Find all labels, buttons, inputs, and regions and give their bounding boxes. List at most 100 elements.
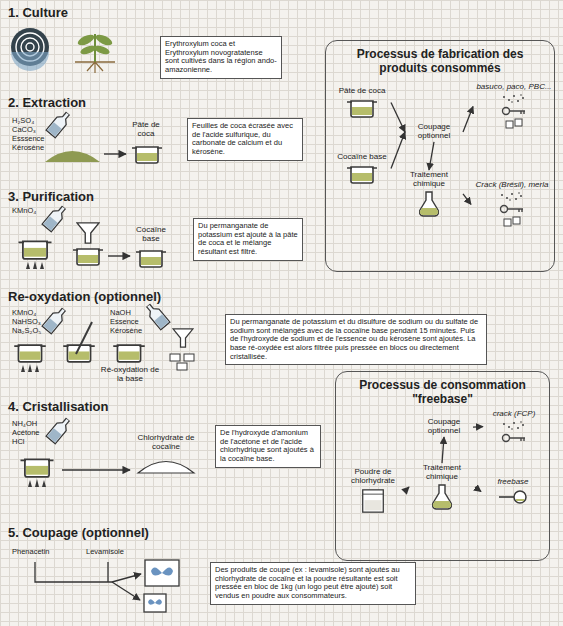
node-text: De l'hydroxyde d'amonium de l'acétone et…	[220, 429, 316, 464]
chemical-label: Esssence	[12, 135, 45, 143]
drawing-part	[112, 582, 140, 600]
drawing-part	[104, 153, 126, 154]
description-box: Des produits de coupe (ex : levamisole) …	[210, 562, 416, 605]
chemical-label: NaHSO₃	[12, 318, 41, 326]
product-icon	[498, 489, 528, 505]
chemical-label: Na₂S₂O₅	[12, 327, 41, 335]
step-heading: 3. Purification	[8, 190, 94, 204]
node-text: Du permanganate de potassium est ajouté …	[198, 222, 298, 257]
icon-group	[334, 164, 390, 184]
chemical-label: Levamisole	[86, 548, 124, 556]
treatment-node: Traitement chimique	[410, 464, 474, 510]
flow-arrow	[463, 194, 471, 205]
icon-group	[474, 94, 554, 130]
chemical-label: CaCO₃	[12, 126, 36, 134]
drawing-part	[177, 363, 187, 370]
drawing-part	[144, 594, 166, 612]
step-heading: 4. Cristallisation	[8, 400, 108, 414]
icon-group	[472, 192, 552, 228]
panel-title: Processus de consommation "freebase"	[350, 379, 535, 407]
description-box: De l'hydroxyde d'amonium de l'acétone et…	[215, 425, 321, 468]
icon-group	[334, 98, 390, 118]
description-box: Feuilles de coca écrasée avec de l'acide…	[187, 118, 303, 161]
panel-title: Processus de fabrication des produits co…	[353, 48, 528, 76]
product-icon	[347, 98, 377, 118]
icon-shape	[363, 490, 384, 512]
product-icon	[419, 191, 439, 217]
drawing-part	[21, 459, 54, 477]
drawing-part	[28, 479, 46, 487]
crystallisation-drawing	[21, 415, 195, 487]
product-icon	[501, 433, 527, 443]
icon-shape	[506, 119, 522, 128]
drawing-part	[145, 560, 179, 586]
product-icon	[502, 216, 522, 228]
flow-arrow	[429, 142, 434, 170]
process-panel: Processus de consommation "freebase" Coup…	[335, 371, 550, 561]
treatment-node: Traitement chimique	[396, 171, 462, 217]
product-icon	[432, 484, 452, 510]
node-text: Crack (Brésil), merla	[472, 181, 552, 190]
icon-shape	[503, 94, 524, 103]
product-label: Pâte de coca	[124, 121, 168, 139]
node-text: Poudre de chlorhydrate	[342, 468, 404, 486]
chemical-label: H₂SO₄	[12, 117, 34, 125]
icon-shape	[503, 435, 526, 442]
product-node: crack (FCP)	[484, 410, 544, 443]
icon-shape	[347, 167, 377, 183]
node-text: Traitement chimique	[396, 171, 462, 189]
product-node: Poudre de chlorhydrate	[342, 468, 404, 514]
node-text: Coupage optionnel	[416, 418, 472, 436]
product-label: Chlorhydrate de cocaïne	[128, 434, 204, 452]
icon-group	[396, 191, 462, 217]
drawing-part	[113, 345, 145, 362]
node-text: basuco, paco, PBC...	[474, 83, 554, 92]
drawing-part	[45, 151, 100, 162]
icon-shape	[501, 205, 524, 212]
product-label: Ré-oxydation de la base	[98, 366, 162, 384]
drawing-part	[173, 329, 193, 347]
drawing-part	[42, 305, 69, 333]
chemical-label: KMnO₄	[12, 309, 36, 317]
drawing-part	[138, 462, 194, 474]
icon-shape	[501, 192, 522, 201]
flow-arrow	[405, 487, 409, 491]
drawing-part	[35, 562, 112, 582]
node-text: Traitement chimique	[410, 464, 474, 482]
node-text: Coupage optionnel	[406, 123, 462, 141]
drawing-part	[14, 345, 46, 362]
step-heading: 2. Extraction	[8, 96, 86, 110]
product-icon	[361, 488, 385, 514]
drawing-part	[143, 301, 170, 329]
drawing-part	[26, 43, 34, 51]
product-node: freebase	[482, 478, 544, 505]
icon-shape	[504, 217, 520, 226]
drawing-part	[11, 52, 49, 71]
icon-shape	[347, 101, 377, 117]
product-label: Cocaïne base	[128, 226, 174, 244]
node-text: Des produits de coupe (ex : levamisole) …	[215, 566, 411, 601]
cutting-drawing	[35, 560, 179, 612]
drawing-part	[93, 44, 110, 56]
node-text: Pâte de coca	[334, 87, 390, 96]
chemical-label: Kérosène	[110, 327, 142, 335]
icon-shape	[503, 421, 524, 430]
drawing-part	[76, 322, 92, 354]
plant-icon	[75, 33, 115, 73]
node-text: Du permanganate de potassium et du disul…	[230, 318, 482, 361]
drawing-part	[21, 364, 39, 372]
drawing-part	[62, 469, 130, 470]
icon-group	[410, 484, 474, 510]
process-panel: Processus de fabrication des produits co…	[325, 40, 555, 272]
drawing-part	[132, 147, 162, 163]
icon-group	[484, 421, 544, 443]
chemical-label: KMnO₄	[12, 207, 36, 215]
node-text: Feuilles de coca écrasée avec de l'acide…	[192, 122, 298, 157]
flow-arrow	[391, 102, 405, 131]
product-node: Pâte de coca	[334, 87, 390, 118]
flow-arrow	[463, 106, 473, 131]
icon-group	[342, 488, 404, 514]
drawing-part	[76, 33, 96, 48]
step-heading: Re-oxydation (optionnel)	[8, 290, 161, 304]
drawing-part	[87, 62, 103, 73]
